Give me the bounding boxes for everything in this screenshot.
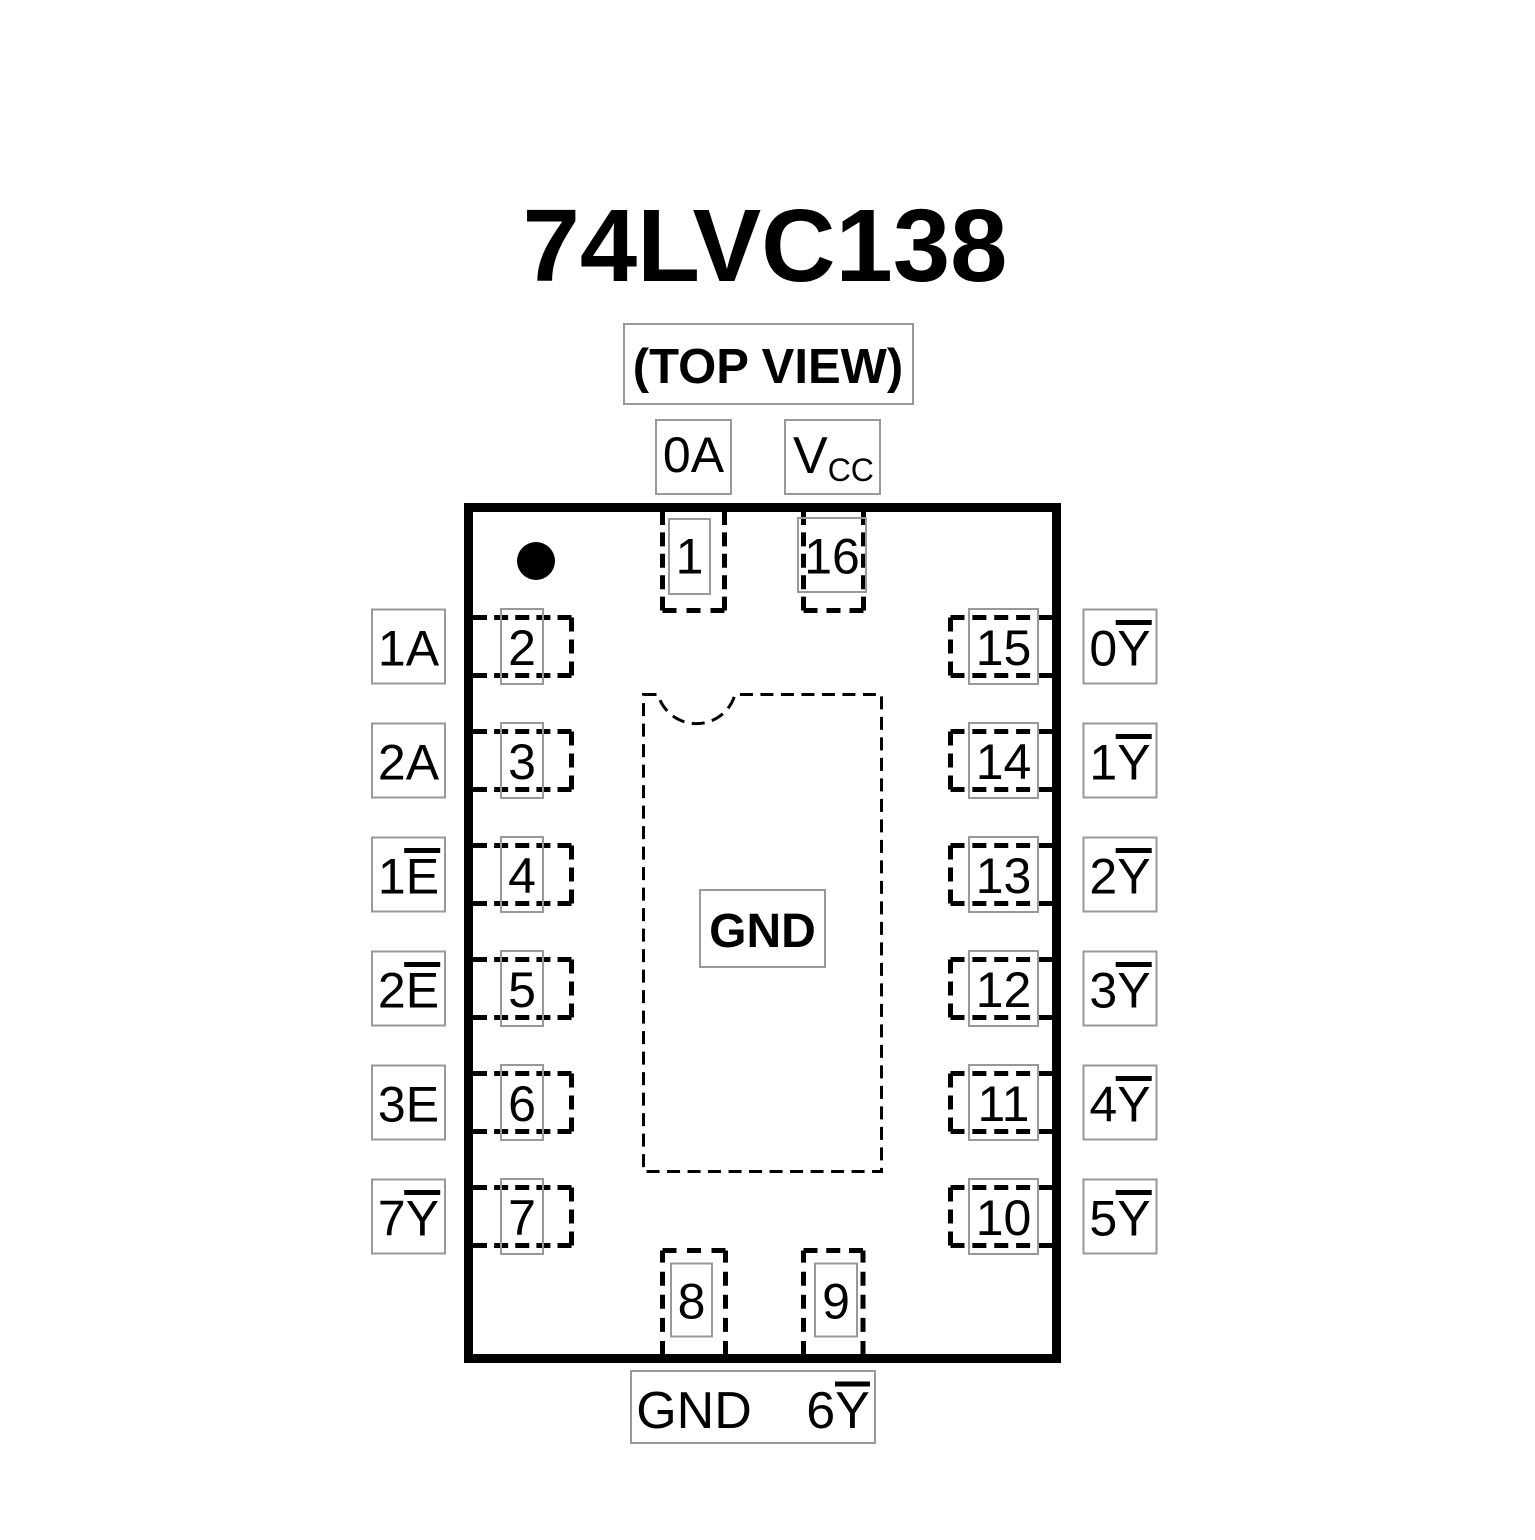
svg-text:1A: 1A [378, 621, 440, 677]
svg-text:3Y: 3Y [1089, 963, 1150, 1019]
svg-text:3: 3 [508, 734, 536, 790]
svg-text:6Y: 6Y [806, 1382, 870, 1440]
svg-text:4: 4 [508, 848, 536, 904]
svg-text:1E: 1E [378, 849, 439, 905]
svg-text:(TOP VIEW): (TOP VIEW) [633, 340, 903, 394]
svg-text:8: 8 [678, 1274, 706, 1330]
svg-text:10: 10 [976, 1190, 1032, 1246]
svg-text:0Y: 0Y [1089, 621, 1150, 677]
svg-text:5: 5 [508, 962, 536, 1018]
svg-text:6: 6 [508, 1076, 536, 1132]
svg-text:2E: 2E [378, 963, 439, 1019]
svg-text:2A: 2A [378, 735, 440, 791]
svg-text:9: 9 [822, 1274, 850, 1330]
svg-text:7Y: 7Y [378, 1191, 439, 1247]
svg-text:2: 2 [508, 620, 536, 676]
svg-text:1Y: 1Y [1089, 735, 1150, 791]
svg-text:74LVC138: 74LVC138 [523, 188, 1008, 303]
svg-text:7: 7 [508, 1190, 536, 1246]
svg-text:11: 11 [978, 1076, 1030, 1132]
svg-text:0A: 0A [663, 427, 725, 483]
svg-text:16: 16 [804, 529, 860, 585]
svg-text:5Y: 5Y [1089, 1191, 1150, 1247]
svg-text:3E: 3E [378, 1077, 439, 1133]
svg-text:GND: GND [709, 905, 816, 958]
svg-text:4Y: 4Y [1089, 1077, 1150, 1133]
svg-text:15: 15 [976, 620, 1032, 676]
svg-text:2Y: 2Y [1089, 849, 1150, 905]
svg-text:12: 12 [976, 962, 1032, 1018]
svg-text:14: 14 [976, 734, 1032, 790]
svg-text:1: 1 [676, 529, 704, 585]
svg-text:13: 13 [976, 848, 1032, 904]
svg-text:GND: GND [636, 1382, 752, 1440]
